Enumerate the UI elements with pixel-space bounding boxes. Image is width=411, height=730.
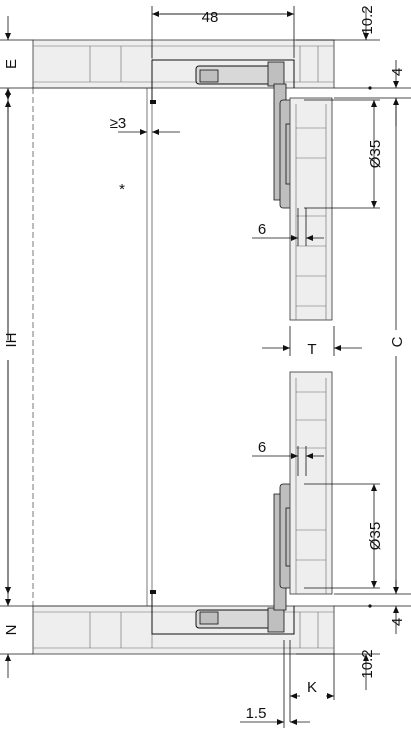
- label-asterisk: *: [119, 181, 125, 198]
- label-6-bottom: 6: [258, 439, 266, 456]
- label-C: C: [389, 336, 406, 347]
- interior-outline: [32, 87, 153, 607]
- door-upper: [289, 97, 333, 321]
- label-10-2-top: 10.2: [359, 5, 376, 34]
- label-1-5: 1.5: [246, 705, 267, 722]
- door-lower: [289, 371, 333, 595]
- dimension-lines: [0, 6, 411, 728]
- label-E: E: [3, 59, 20, 69]
- label-IH: IH: [3, 333, 20, 348]
- label-T: T: [307, 341, 316, 358]
- label-4-bottom: 4: [389, 618, 406, 626]
- label-dia35-top: Ø35: [367, 140, 384, 168]
- label-dia35-bottom: Ø35: [367, 522, 384, 550]
- bottom-panel: [32, 605, 335, 655]
- label-48: 48: [202, 9, 219, 26]
- frame-profile: [150, 59, 295, 635]
- label-K: K: [307, 679, 317, 696]
- label-4-top: 4: [389, 68, 406, 76]
- label-ge3: ≥3: [110, 115, 127, 132]
- label-N: N: [3, 625, 20, 636]
- label-10-2-bottom: 10.2: [359, 649, 376, 678]
- label-6-top: 6: [258, 221, 266, 238]
- top-panel: [32, 39, 335, 89]
